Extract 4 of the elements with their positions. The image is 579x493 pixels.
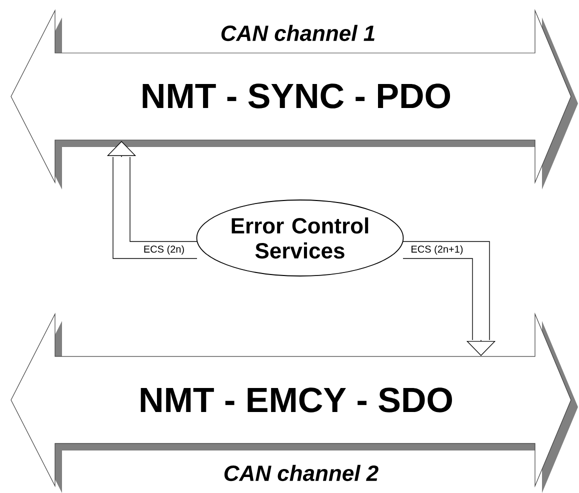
edge-label: ECS (2n+1) <box>410 244 464 256</box>
block-arrow <box>402 241 496 356</box>
block-arrow <box>106 141 198 259</box>
edge-label: ECS (2n) <box>142 244 186 256</box>
